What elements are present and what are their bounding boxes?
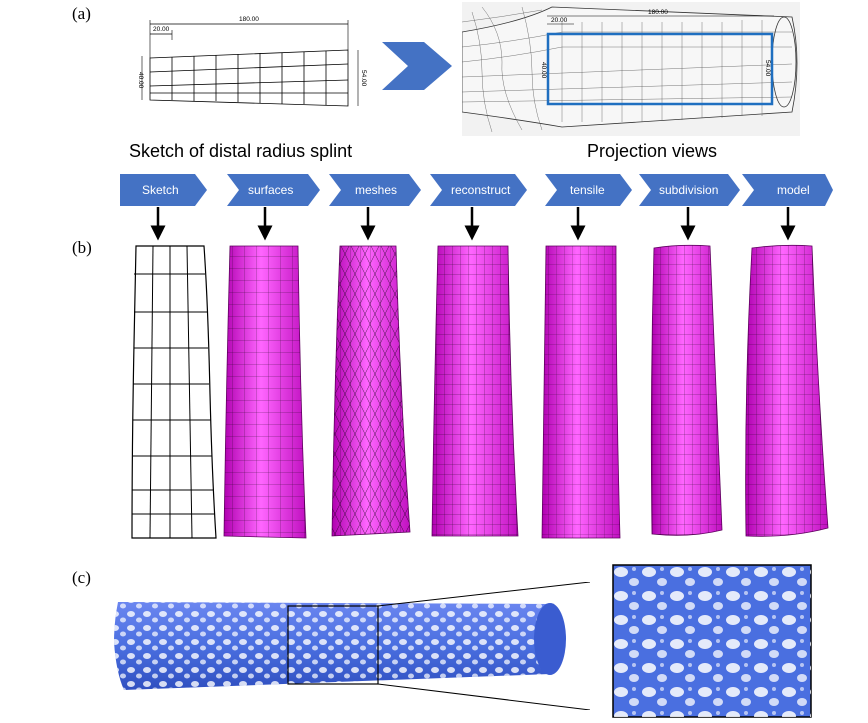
mesh-model bbox=[745, 244, 829, 537]
step-reconstruct: reconstruct bbox=[430, 174, 527, 206]
dim-length: 180.00 bbox=[239, 16, 259, 23]
mesh-sequence bbox=[223, 244, 829, 539]
zoom-connector bbox=[377, 683, 590, 710]
step-label-model: model bbox=[777, 183, 810, 197]
mesh-surfaces bbox=[223, 245, 307, 539]
step-label-reconstruct: reconstruct bbox=[451, 183, 511, 197]
step-label-sketch: Sketch bbox=[142, 183, 179, 197]
proj-dim-offset: 20.00 bbox=[551, 17, 568, 24]
panel-label-c: (c) bbox=[72, 568, 91, 587]
step-label-subdivision: subdivision bbox=[659, 183, 718, 197]
sketch-wireframe bbox=[131, 245, 217, 539]
step-meshes: meshes bbox=[329, 174, 421, 206]
mesh-tensile bbox=[541, 245, 621, 539]
step-tensile: tensile bbox=[545, 174, 632, 206]
step-model: model bbox=[742, 174, 833, 206]
step-label-surfaces: surfaces bbox=[248, 183, 293, 197]
dim-height-right: 54.00 bbox=[360, 70, 367, 87]
step-subdivision: subdivision bbox=[639, 174, 740, 206]
mesh-subdivision bbox=[650, 244, 723, 536]
projection-view: 180.00 20.00 40.00 54.00 bbox=[462, 2, 800, 136]
down-arrows bbox=[150, 207, 796, 241]
lattice-splint bbox=[114, 582, 590, 710]
panel-label-b: (b) bbox=[72, 238, 92, 257]
mesh-reconstruct bbox=[431, 245, 519, 537]
proj-dim-height-left: 40.00 bbox=[540, 62, 547, 79]
proj-dim-height-right: 54.00 bbox=[764, 60, 771, 77]
step-label-meshes: meshes bbox=[355, 183, 397, 197]
mesh-meshes bbox=[331, 245, 411, 537]
zoom-region bbox=[287, 605, 379, 685]
sketch-grid bbox=[149, 49, 349, 107]
dim-height-left: 40.00 bbox=[137, 72, 144, 89]
proj-dim-length: 180.00 bbox=[648, 9, 668, 16]
zoom-connector bbox=[377, 582, 590, 607]
sketch-caption: Sketch of distal radius splint bbox=[129, 141, 353, 161]
panel-label-a: (a) bbox=[72, 4, 91, 23]
sketch-drawing: 180.00 20.00 40.00 54.00 bbox=[137, 16, 367, 107]
step-label-tensile: tensile bbox=[570, 183, 605, 197]
projection-caption: Projection views bbox=[587, 141, 718, 161]
dim-offset: 20.00 bbox=[153, 26, 170, 33]
big-arrow-icon bbox=[382, 42, 452, 90]
step-chevrons: Sketch surfaces meshes reconstruct tensi… bbox=[120, 174, 833, 206]
step-sketch: Sketch bbox=[120, 174, 207, 206]
step-surfaces: surfaces bbox=[227, 174, 320, 206]
lattice-zoom-inset bbox=[612, 564, 812, 718]
projection-box bbox=[546, 32, 774, 106]
